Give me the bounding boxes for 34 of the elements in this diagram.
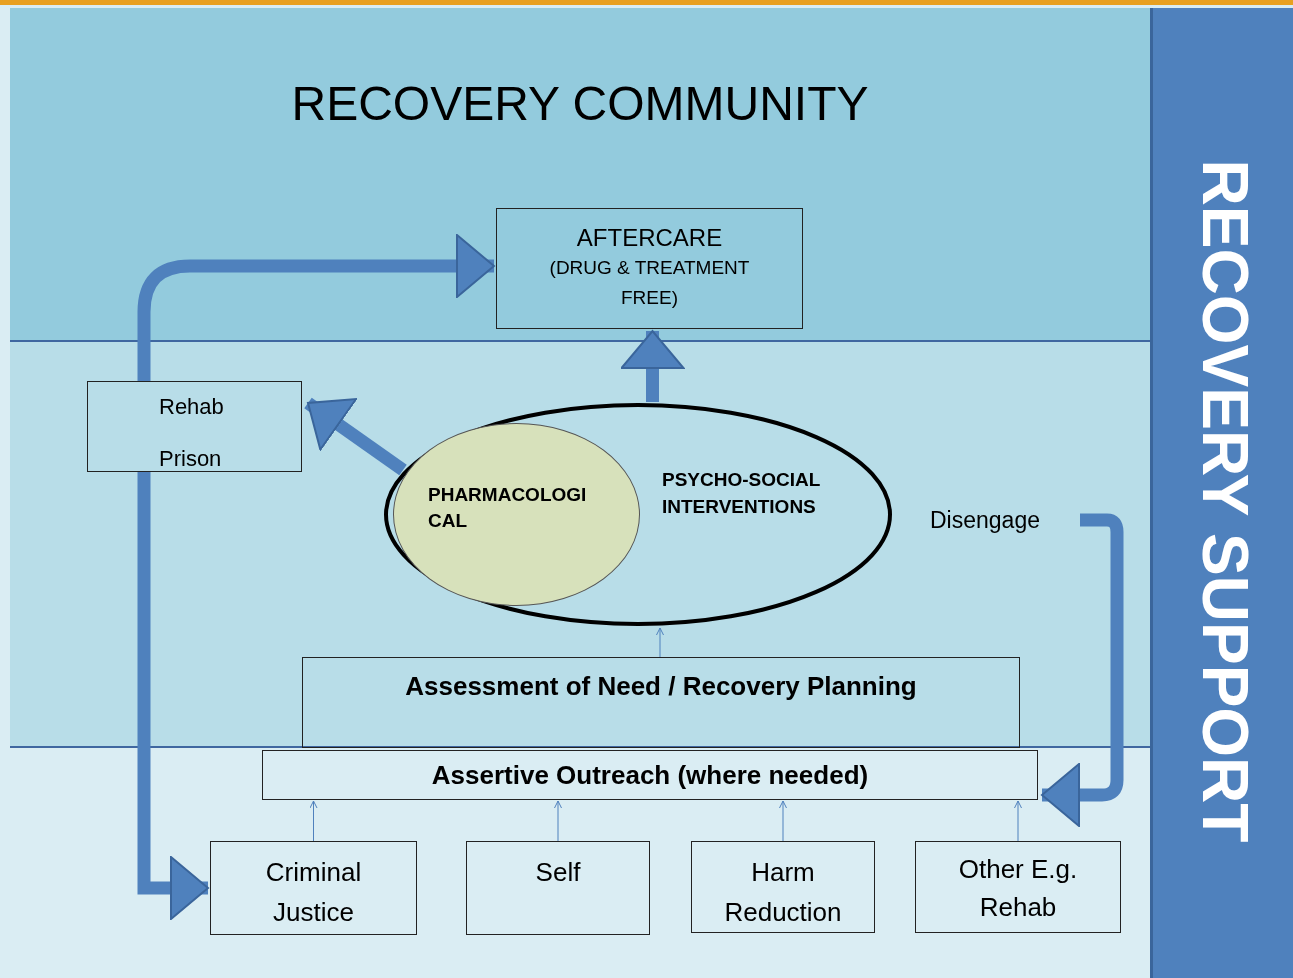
side-band-title: RECOVERY SUPPORT (1193, 159, 1257, 843)
circle-label: PHARMACOLOGI CAL (428, 483, 588, 533)
box-label: Criminal Justice (264, 856, 363, 929)
box-label: Assertive Outreach (where needed) (431, 759, 869, 791)
text-label: Disengage (930, 503, 1060, 537)
source-box (466, 841, 650, 935)
box-subtitle: (DRUG & TREATMENT FREE) (548, 256, 751, 310)
source-box (210, 841, 417, 935)
box-label: Assessment of Need / Recovery Planning (405, 670, 917, 703)
arrow (304, 397, 407, 476)
arrow (137, 472, 209, 920)
source-box (691, 841, 875, 933)
box-label: Harm Reduction (723, 856, 843, 929)
box-title: AFTERCARE (576, 223, 723, 253)
arrow (554, 800, 562, 842)
box-label: Prison (159, 445, 223, 473)
box-label: Self (535, 856, 581, 889)
process-box (302, 657, 1020, 748)
process-box (262, 750, 1038, 800)
arrow (620, 330, 685, 402)
band-panel (10, 8, 1150, 340)
arrow (309, 800, 318, 842)
source-box (915, 841, 1121, 933)
process-box (87, 381, 302, 472)
box-label: Rehab (159, 393, 225, 421)
arrow (1014, 800, 1022, 842)
side-band (1150, 8, 1293, 978)
arrow (656, 627, 664, 658)
arrow (137, 234, 495, 381)
band-title: RECOVERY COMMUNITY (291, 80, 869, 128)
arrow (779, 800, 787, 842)
ellipse-label: PSYCHO-SOCIAL INTERVENTIONS (662, 468, 821, 519)
process-box (496, 208, 803, 329)
box-label: Other E.g. Rehab (957, 853, 1079, 924)
